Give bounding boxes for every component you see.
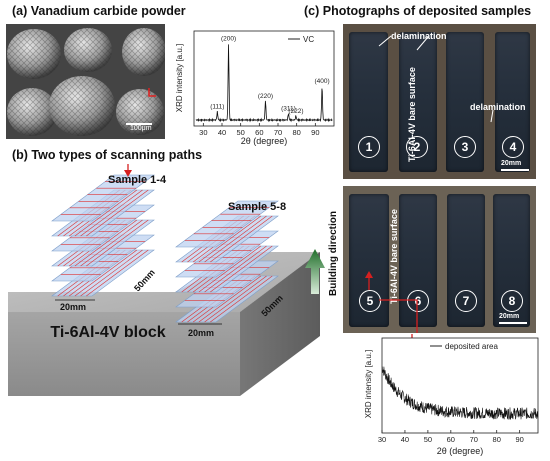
powder-xrd-peak-label: (222) — [288, 108, 303, 115]
powder-xrd-xtick: 30 — [199, 128, 207, 137]
sample-number-2: 2 — [406, 136, 428, 158]
deposited-xrd-legend: deposited area — [445, 342, 498, 351]
deposited-xrd-chart: XRD intensity [a.u.] 2θ (degree) deposit… — [352, 334, 542, 456]
deposited-xrd-xtick: 30 — [378, 435, 386, 444]
powder-xrd-xtick: 60 — [255, 128, 263, 137]
bottom-sample-photo: Ti-6Al-4V bare surface 5 6 7 8 20mm — [343, 186, 536, 333]
sample-number-8: 8 — [501, 290, 523, 312]
powder-xrd-xtick: 70 — [274, 128, 282, 137]
sample-number-3: 3 — [454, 136, 476, 158]
delamination-label-1: delamination — [391, 31, 447, 41]
powder-xrd-ylabel: XRD intensity [a.u.] — [175, 44, 184, 112]
sem-scale-label: 100μm — [130, 125, 152, 132]
deposited-xrd-xtick: 90 — [515, 435, 523, 444]
deposited-xrd-xtick: 50 — [424, 435, 432, 444]
powder-xrd-xlabel: 2θ (degree) — [241, 136, 288, 146]
block-front-face — [8, 312, 240, 396]
powder-xrd-peak-label: (220) — [258, 93, 273, 100]
sample-number-6: 6 — [407, 290, 429, 312]
powder-xrd-peak-label: (311) — [281, 105, 296, 112]
deposited-xrd-xtick: 40 — [401, 435, 409, 444]
sem-particles — [6, 24, 165, 139]
sample-group-1-label: Sample 1-4 — [108, 174, 167, 186]
panel-b-title: (b) Two types of scanning paths — [12, 148, 203, 162]
scale-label-bottom: 20mm — [499, 313, 520, 320]
dim-length-1: 50mm — [132, 267, 157, 293]
block-side-face — [240, 252, 320, 396]
block-label: Ti-6Al-4V block — [50, 324, 165, 341]
sem-image: 100μm — [6, 24, 165, 139]
scanning-paths-diagram: Ti-6Al-4V block 20mm 50mm 20mm 50mm Samp… — [8, 164, 339, 396]
building-direction-arrow — [305, 249, 325, 294]
deposited-xrd-xtick: 60 — [447, 435, 455, 444]
delamination-label-2: delamination — [470, 102, 526, 112]
powder-xrd-pattern — [195, 44, 333, 123]
dim-width-2: 20mm — [188, 328, 214, 338]
powder-xrd-peak-label: (111) — [210, 104, 224, 111]
powder-xrd-peak-label: (400) — [314, 78, 329, 85]
top-sample-photo: delamination delamination Ti-6Al-4V bare… — [343, 24, 536, 179]
deposited-xrd-xlabel: 2θ (degree) — [437, 446, 484, 456]
sample-number-5: 5 — [359, 290, 381, 312]
building-direction-label: Building direction — [328, 211, 339, 296]
deposited-xrd-xtick: 80 — [493, 435, 501, 444]
powder-xrd-svg: XRD intensity [a.u.] 2θ (degree) VC 30 40… — [175, 30, 335, 146]
powder-xrd-xtick: 90 — [311, 128, 319, 137]
scan-layer — [51, 174, 155, 222]
sample-number-4: 4 — [502, 136, 524, 158]
sample-number-1: 1 — [358, 136, 380, 158]
powder-xrd-peak-label: (200) — [221, 36, 236, 43]
scale-label-top: 20mm — [501, 160, 522, 167]
powder-xrd-chart: XRD intensity [a.u.] 2θ (degree) VC 30 40… — [168, 26, 338, 146]
sample-number-7: 7 — [455, 290, 477, 312]
powder-xrd-xtick: 40 — [218, 128, 226, 137]
deposited-xrd-xtick: 70 — [470, 435, 478, 444]
sample-group-2-label: Sample 5-8 — [228, 201, 286, 213]
deposited-xrd-svg: XRD intensity [a.u.] 2θ (degree) deposit… — [364, 334, 539, 456]
panel-c-title: (c) Photographs of deposited samples — [304, 4, 532, 18]
dim-width-1: 20mm — [60, 302, 86, 312]
powder-xrd-xtick: 50 — [236, 128, 244, 137]
deposited-xrd-pattern — [381, 366, 539, 420]
powder-xrd-legend: VC — [303, 35, 314, 44]
scan-layer — [175, 200, 279, 248]
panel-a-title: (a) Vanadium carbide powder — [12, 4, 186, 18]
deposited-xrd-ylabel: XRD intensity [a.u.] — [364, 350, 373, 418]
powder-xrd-xtick: 80 — [292, 128, 300, 137]
